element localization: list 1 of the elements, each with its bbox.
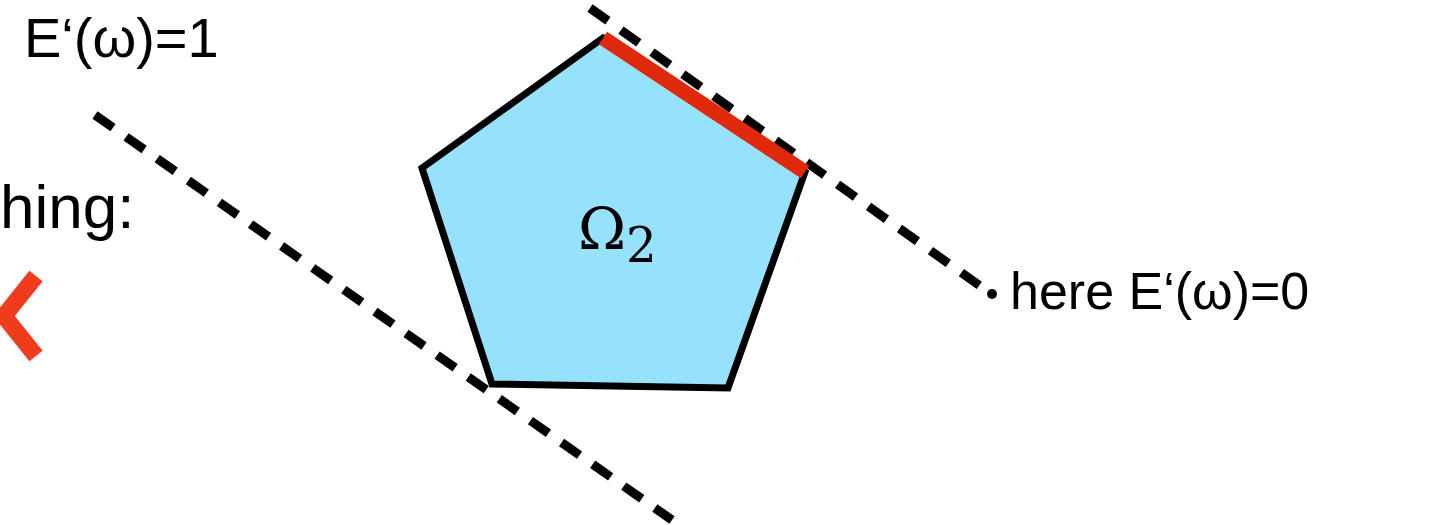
region-label: Ω$_{2}$ xyxy=(578,200,657,269)
